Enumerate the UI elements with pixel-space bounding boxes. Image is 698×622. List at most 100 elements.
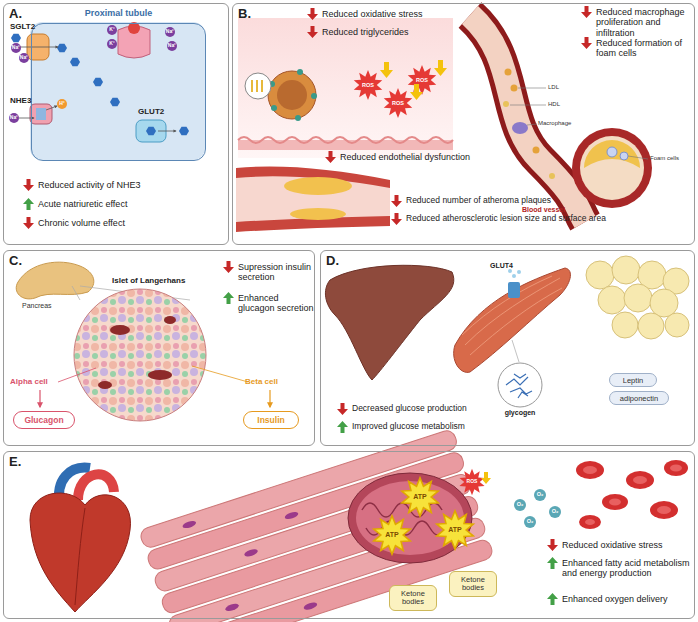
label-text: Reduced atherosclerotic lesion size and … — [406, 214, 691, 224]
label-text: GLUT4 — [490, 262, 530, 270]
label-text: Enhanced fatty acid metabolism and energ… — [562, 558, 690, 578]
label-text: Alpha cell — [10, 377, 70, 386]
label-text: Na⁺ — [17, 55, 31, 61]
label-text: Na⁺ — [12, 44, 20, 50]
label-text: H⁺ — [55, 101, 69, 107]
label-text: ROS — [412, 77, 432, 83]
arrow-shape — [23, 198, 34, 210]
label-text: O₂ — [548, 508, 562, 514]
label-text: Blood vessel — [522, 206, 582, 214]
label-text: O₂ — [527, 518, 534, 524]
label-text: GLUT2 — [138, 107, 164, 116]
label-text: glycogen — [505, 409, 536, 416]
arrow-shape — [325, 151, 336, 163]
decrease-arrow — [581, 6, 592, 18]
node-text: Ketone bodies — [390, 590, 436, 607]
label-text: O₂ — [537, 491, 544, 497]
label-text: Foam cells — [650, 155, 679, 161]
label-text: Decreased glucose production — [352, 403, 467, 413]
decrease-arrow — [391, 213, 402, 225]
label-text: Reduced activity of NHE3 — [38, 180, 218, 190]
label-text: ROS — [362, 82, 374, 88]
label-text: O₂ — [517, 501, 524, 507]
node-text: Leptin — [623, 376, 643, 385]
label-text: Reduced formation of foam cells — [596, 38, 692, 59]
label-text: HDL — [548, 101, 560, 107]
metabolic-organs-art — [325, 256, 689, 407]
label-text: K⁺ — [105, 41, 119, 47]
adipokine-pill: Leptin — [609, 373, 657, 387]
arrow-shape — [547, 593, 558, 605]
label-text: Na⁺ — [166, 28, 174, 34]
decrease-arrow — [581, 37, 592, 49]
label-text: Reduced endothelial dysfunction — [340, 152, 480, 162]
label-text: ROS — [467, 478, 478, 484]
label-text: Alpha cell — [10, 377, 48, 386]
label-text: Chronic volume effect — [38, 218, 125, 228]
decrease-arrow — [23, 179, 34, 191]
decrease-arrow — [307, 8, 318, 20]
atherosclerosis-art — [236, 15, 652, 232]
label-text: ATP — [413, 493, 426, 500]
label-text: Reduced number of atheroma plaques — [406, 195, 551, 205]
label-text: Chronic volume effect — [38, 218, 218, 228]
panel-box: E.Ketone bodiesKetone bodies — [3, 451, 695, 619]
ketone-box: Ketone bodies — [449, 571, 497, 597]
label-text: ROS — [462, 479, 482, 485]
increase-arrow — [547, 557, 558, 569]
label-text: Na⁺ — [165, 43, 179, 49]
label-text: LDL — [548, 84, 578, 91]
label-text: Reduced formation of foam cells — [596, 38, 682, 58]
label-text: Supression insulin secretion — [238, 262, 311, 282]
label-text: LDL — [548, 84, 559, 90]
arrow-shape — [223, 261, 234, 273]
increase-arrow — [547, 593, 558, 605]
arrow-shape — [307, 26, 318, 38]
label-text: Beta cell — [245, 377, 305, 386]
panel-letter: C. — [9, 253, 22, 268]
label-text: Na⁺ — [20, 54, 28, 60]
panel-letter: B. — [238, 6, 251, 21]
label-text: Macrophage — [538, 120, 571, 126]
label-text: ATP — [448, 526, 461, 533]
label-text: Reduced activity of NHE3 — [38, 180, 141, 190]
label-text: Reduced oxidative stress — [322, 9, 423, 19]
label-text: Reduced oxidative stress — [322, 9, 462, 19]
label-text: O₂ — [513, 501, 527, 507]
label-text: Enhanced glucagon secretion — [238, 293, 314, 314]
label-text: Beta cell — [245, 377, 278, 386]
decrease-arrow — [337, 403, 348, 415]
label-text: GLUT2 — [138, 107, 178, 116]
decrease-arrow — [307, 26, 318, 38]
arrow-shape — [547, 539, 558, 551]
decrease-arrow — [547, 539, 558, 551]
label-text: NHE3 — [10, 96, 31, 105]
decrease-arrow — [223, 261, 234, 273]
node-text: Ketone bodies — [450, 576, 496, 593]
arrow-shape — [581, 37, 592, 49]
decrease-arrow — [391, 195, 402, 207]
label-text: Reduced oxidative stress — [562, 540, 663, 550]
label-text: ROS — [358, 82, 378, 88]
label-text: Na⁺ — [163, 29, 177, 35]
arrow-shape — [23, 179, 34, 191]
label-text: Na⁺ — [7, 115, 21, 121]
label-text: ATP — [380, 531, 404, 539]
label-text: Supression insulin secretion — [238, 262, 314, 283]
arrow-shape — [337, 403, 348, 415]
node-text: Glucagon — [24, 415, 63, 425]
label-text: Improved glucose metabolism — [352, 422, 492, 432]
label-text: Na⁺ — [10, 114, 18, 120]
label-text: Enhanced oxygen delivery — [562, 594, 692, 604]
label-text: O₂ — [552, 508, 559, 514]
increase-arrow — [223, 292, 234, 304]
panel-letter: A. — [9, 6, 22, 21]
ketone-box: Ketone bodies — [389, 585, 437, 611]
label-text: K⁺ — [105, 27, 119, 33]
label-text: Reduced macrophage proliferation and inf… — [596, 7, 685, 38]
panel-letter: E. — [9, 454, 21, 469]
label-text: Acute natriuretic effect — [38, 199, 218, 209]
arrow-shape — [391, 213, 402, 225]
